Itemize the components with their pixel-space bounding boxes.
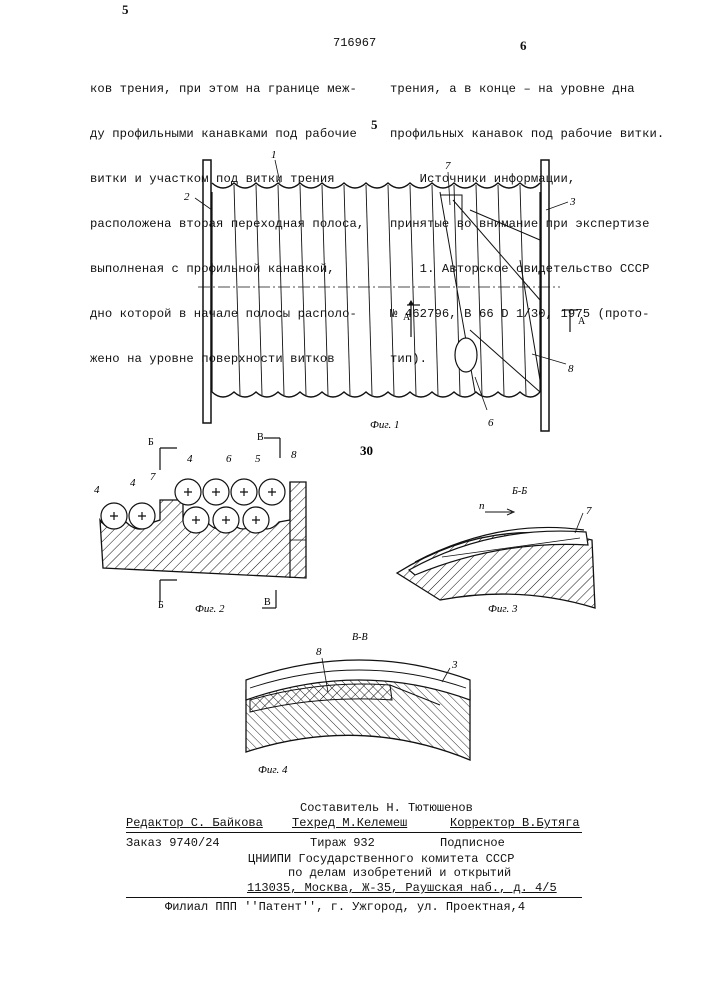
drum-bottom-edge — [212, 392, 540, 397]
imprint-techred: Техред М.Келемеш — [292, 816, 407, 831]
label-2: 2 — [184, 191, 190, 203]
label-1: 1 — [271, 149, 277, 161]
figure-2-caption: Фиг. 2 — [195, 603, 225, 615]
groove-line — [234, 185, 240, 395]
groove-line — [388, 185, 394, 395]
groove-line — [366, 185, 372, 395]
section-label-v: В — [264, 597, 271, 608]
label-n: n — [479, 500, 485, 512]
figure-3-caption: Фиг. 3 — [488, 603, 518, 615]
label-5: 5 — [255, 453, 261, 465]
imprint-org: ЦНИИПИ Государственного комитета СССР — [248, 852, 514, 867]
label-7: 7 — [150, 471, 156, 483]
label-8: 8 — [291, 449, 297, 461]
imprint-compiler: Составитель Н. Тютюшенов — [300, 801, 473, 816]
groove-line — [322, 185, 328, 395]
section-label-a: А — [578, 316, 586, 327]
right-flange — [541, 160, 549, 431]
line-marker-30: 30 — [360, 443, 373, 458]
figure-4-caption: Фиг. 4 — [258, 764, 288, 776]
drum-top-edge — [212, 183, 540, 188]
figure-2: Б Б В В 4 4 7 4 6 5 8 Фиг. 2 — [94, 432, 306, 615]
imprint-address: 113035, Москва, Ж-35, Раушская наб., д. … — [247, 881, 557, 896]
section-label-a: А — [403, 312, 411, 323]
section-label-v: В — [257, 432, 264, 443]
section-label-b: Б — [148, 437, 154, 448]
imprint-circulation: Тираж 932 — [310, 836, 375, 851]
groove-line — [344, 185, 350, 395]
groove-lines — [234, 185, 526, 395]
label-8: 8 — [568, 363, 574, 375]
groove-line — [498, 185, 504, 395]
label-4: 4 — [130, 477, 136, 489]
groove-line — [300, 185, 306, 395]
label-4: 4 — [187, 453, 193, 465]
imprint-subscription: Подписное — [440, 836, 505, 851]
groove-line — [278, 185, 284, 395]
imprint-branch: Филиал ППП ''Патент'', г. Ужгород, ул. П… — [165, 900, 525, 915]
section-label-b: Б — [158, 600, 164, 611]
rope-coil — [455, 338, 477, 372]
figure-1-caption: Фиг. 1 — [370, 419, 400, 431]
label-7: 7 — [586, 505, 592, 517]
imprint-order: Заказ 9740/24 — [126, 836, 220, 851]
label-3: 3 — [451, 659, 458, 671]
groove-line — [410, 185, 416, 395]
label-4: 4 — [94, 484, 100, 496]
imprint-corrector: Корректор В.Бутяга — [450, 816, 580, 831]
figure-4-title: В-В — [352, 632, 368, 643]
groove-line — [256, 185, 262, 395]
figure-4: В-В 8 3 Фиг. 4 — [246, 632, 470, 776]
label-7: 7 — [445, 160, 451, 172]
label-6: 6 — [226, 453, 232, 465]
groove-line — [432, 185, 438, 395]
imprint-rule — [126, 832, 582, 833]
label-8: 8 — [316, 646, 322, 658]
figure-3: Б-Б n 7 Фиг. 3 — [397, 486, 595, 615]
imprint-rule — [126, 897, 582, 898]
imprint-editor: Редактор С. Байкова — [126, 816, 263, 831]
left-flange — [203, 160, 211, 423]
figure-3-title: Б-Б — [511, 486, 527, 497]
groove-line — [476, 185, 482, 395]
imprint-org-sub: по делам изобретений и открытий — [288, 866, 511, 881]
label-3: 3 — [569, 196, 576, 208]
label-6: 6 — [488, 417, 494, 429]
